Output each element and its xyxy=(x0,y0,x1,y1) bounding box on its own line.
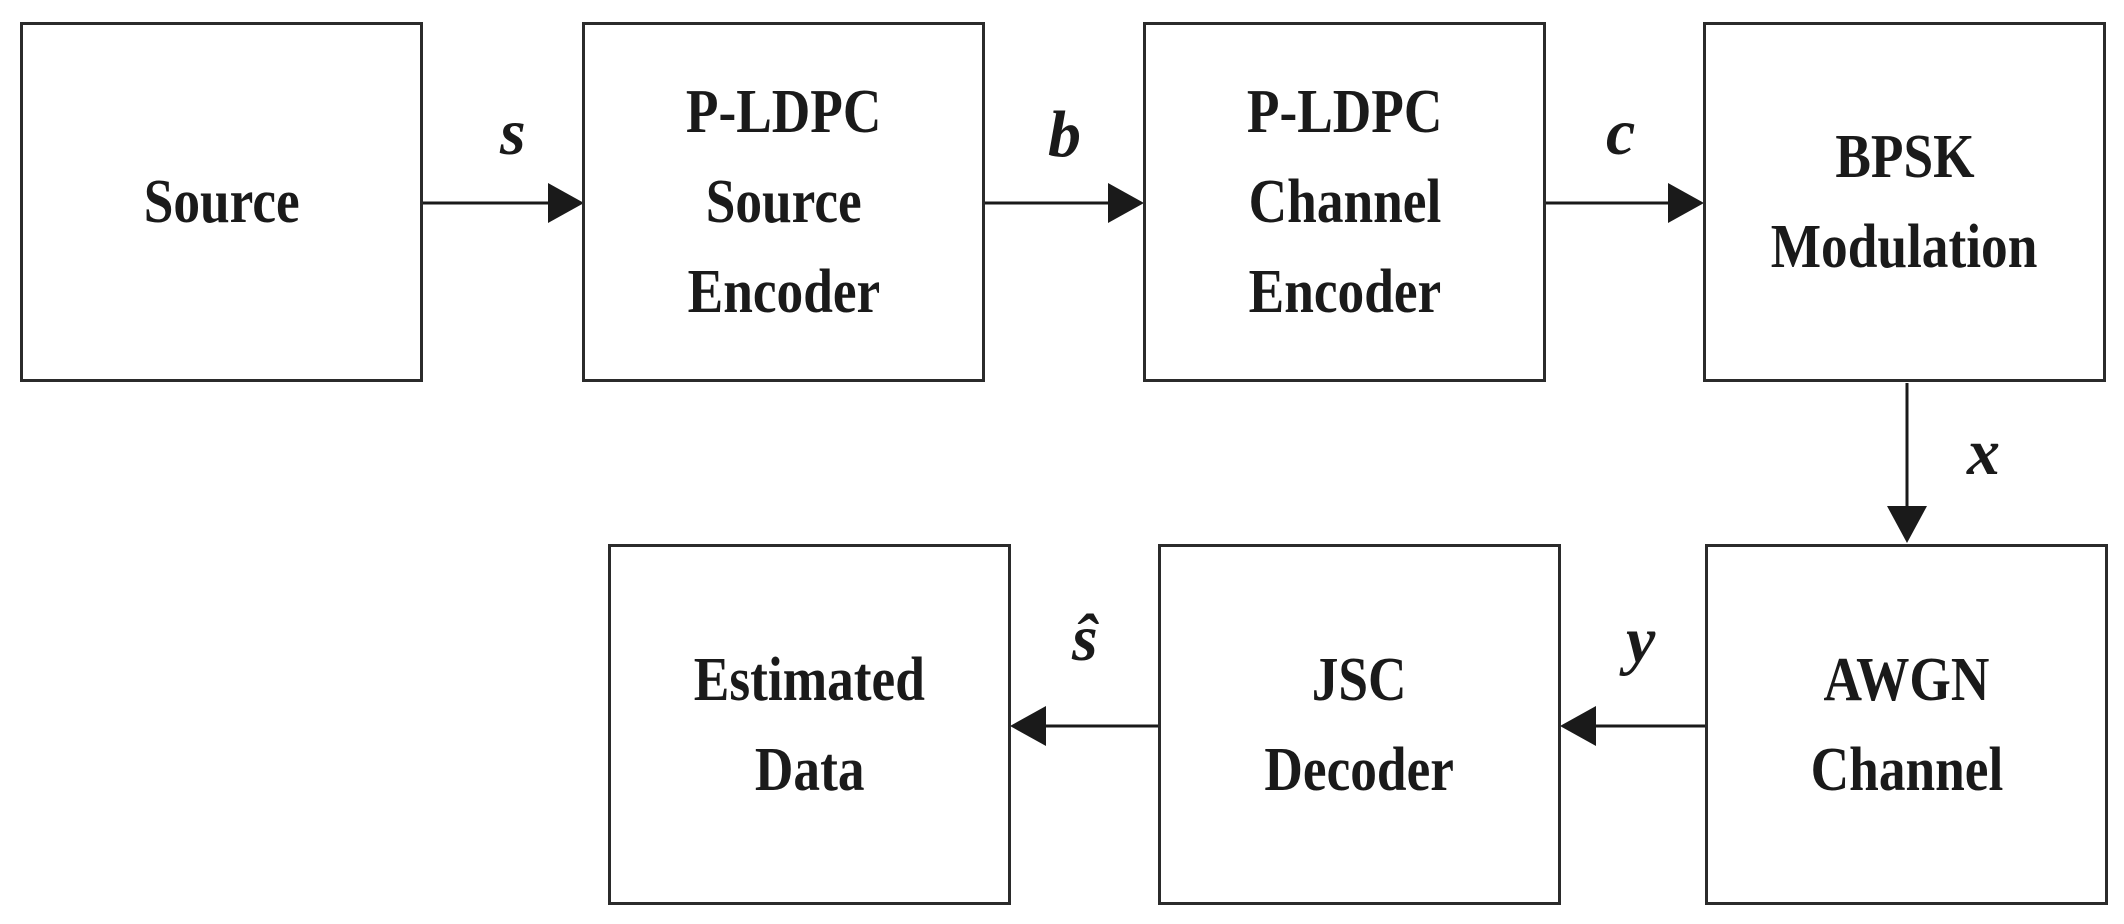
awgn-channel-block: AWGN Channel xyxy=(1705,544,2108,905)
estimated-data-label-line-2: Data xyxy=(754,735,865,804)
source-block: Source xyxy=(20,22,423,382)
source-encoder-block: P-LDPC Source Encoder xyxy=(582,22,985,382)
channel-encoder-label-line-2: Channel xyxy=(1248,168,1441,236)
estimated-data-label-line-1: Estimated xyxy=(693,645,926,714)
signal-label-s: s xyxy=(500,96,526,169)
awgn-channel-label-line-2: Channel xyxy=(1810,735,2003,804)
arrow-s-hat xyxy=(1010,706,1159,746)
arrow-s xyxy=(423,183,584,223)
awgn-channel-label-line-1: AWGN xyxy=(1823,645,1990,714)
arrow-y xyxy=(1560,706,1706,746)
source-label: Source xyxy=(143,168,300,236)
signal-label-s-hat: ŝ xyxy=(1072,602,1098,675)
jsc-decoder-block: JSC Decoder xyxy=(1158,544,1561,905)
signal-label-x: x xyxy=(1967,416,2000,489)
signal-label-b: b xyxy=(1048,98,1081,171)
jsc-decoder-label-line-2: Decoder xyxy=(1264,735,1455,804)
arrow-b xyxy=(985,183,1144,223)
signal-label-y: y xyxy=(1626,604,1656,677)
source-encoder-label-line-3: Encoder xyxy=(687,258,880,326)
arrow-c xyxy=(1546,183,1704,223)
bpsk-modulation-label-line-2: Modulation xyxy=(1771,213,2038,281)
bpsk-modulation-label-line-1: BPSK xyxy=(1834,123,1975,191)
channel-encoder-label-line-1: P-LDPC xyxy=(1246,78,1443,146)
jsc-decoder-label-line-1: JSC xyxy=(1312,645,1407,714)
signal-label-c: c xyxy=(1606,96,1636,169)
arrow-x xyxy=(1887,383,1927,543)
source-encoder-label-line-1: P-LDPC xyxy=(685,78,882,146)
channel-encoder-label-line-3: Encoder xyxy=(1248,258,1441,326)
bpsk-modulation-block: BPSK Modulation xyxy=(1703,22,2106,382)
estimated-data-block: Estimated Data xyxy=(608,544,1011,905)
source-encoder-label-line-2: Source xyxy=(705,168,862,236)
channel-encoder-block: P-LDPC Channel Encoder xyxy=(1143,22,1546,382)
